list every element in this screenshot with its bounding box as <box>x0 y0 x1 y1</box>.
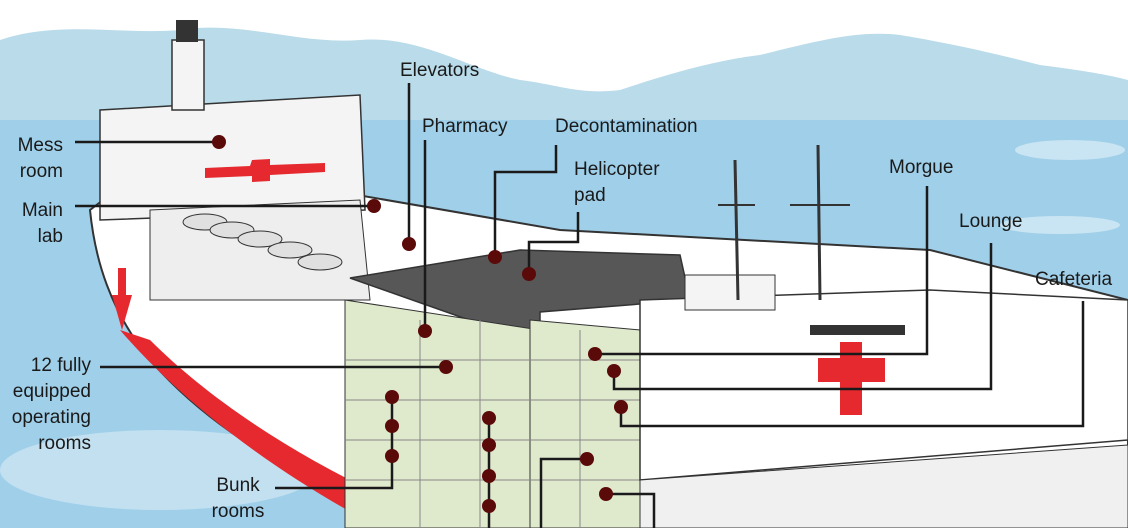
red-cross-icon <box>205 159 325 182</box>
label-operating-rooms: 12 fully equipped operating rooms <box>11 355 91 454</box>
markers <box>212 135 628 513</box>
label-lounge: Lounge <box>959 211 1023 232</box>
lifeboat <box>237 230 283 248</box>
location-marker-icon <box>580 452 594 466</box>
mast <box>733 159 740 301</box>
location-marker-icon <box>614 400 628 414</box>
red-cross-icon <box>112 268 132 330</box>
location-marker-icon <box>488 250 502 264</box>
location-marker-icon <box>599 487 613 501</box>
leader-cafeteria <box>619 301 1085 428</box>
location-marker-icon <box>402 237 416 251</box>
location-marker-icon <box>522 267 536 281</box>
leader-lower-right <box>606 492 656 528</box>
cloud <box>1015 140 1125 160</box>
hull-waterline-red <box>120 330 460 528</box>
location-marker-icon <box>607 364 621 378</box>
upper-deck <box>149 199 371 301</box>
leader-decontamination <box>493 145 558 257</box>
label-mess-room: Mess room <box>17 135 63 182</box>
cloud <box>1000 216 1120 234</box>
bridge-tower <box>99 94 366 221</box>
location-marker-icon <box>212 135 226 149</box>
leader-helicopter-pad <box>527 212 580 274</box>
location-marker-icon <box>482 499 496 513</box>
cutaway-rooms <box>344 299 541 528</box>
location-marker-icon <box>482 438 496 452</box>
window-band <box>810 325 905 335</box>
leader-morgue <box>595 186 929 356</box>
lifeboat <box>267 241 313 259</box>
wave <box>0 430 320 510</box>
location-marker-icon <box>439 360 453 374</box>
leader-lounge <box>612 243 993 391</box>
location-marker-icon <box>588 347 602 361</box>
lifeboat <box>297 253 343 271</box>
label-cafeteria: Cafeteria <box>1035 269 1113 290</box>
location-marker-icon <box>385 449 399 463</box>
location-marker-icon <box>385 419 399 433</box>
leader-lines <box>75 83 1085 528</box>
label-elevators: Elevators <box>400 60 480 81</box>
location-marker-icon <box>367 199 381 213</box>
location-marker-icon <box>385 390 399 404</box>
label-pharmacy: Pharmacy <box>422 116 508 137</box>
bridge-house <box>684 274 776 311</box>
lower-deck <box>639 444 1128 528</box>
location-marker-icon <box>482 469 496 483</box>
label-bunk-rooms: Bunk rooms <box>211 475 265 522</box>
label-morgue: Morgue <box>889 157 954 178</box>
location-marker-icon <box>418 324 432 338</box>
location-marker-icon <box>482 411 496 425</box>
aft-superstructure <box>639 289 1128 481</box>
funnel <box>171 39 205 111</box>
red-cross-icon <box>818 342 885 415</box>
label-main-lab: Main lab <box>21 200 63 247</box>
leader-lower-left <box>539 457 587 528</box>
funnel-cap <box>176 20 198 42</box>
cutaway-rooms <box>529 319 641 528</box>
mast <box>816 144 822 301</box>
label-decontamination: Decontamination <box>555 116 698 137</box>
label-helicopter-pad: Helicopter pad <box>574 159 660 206</box>
